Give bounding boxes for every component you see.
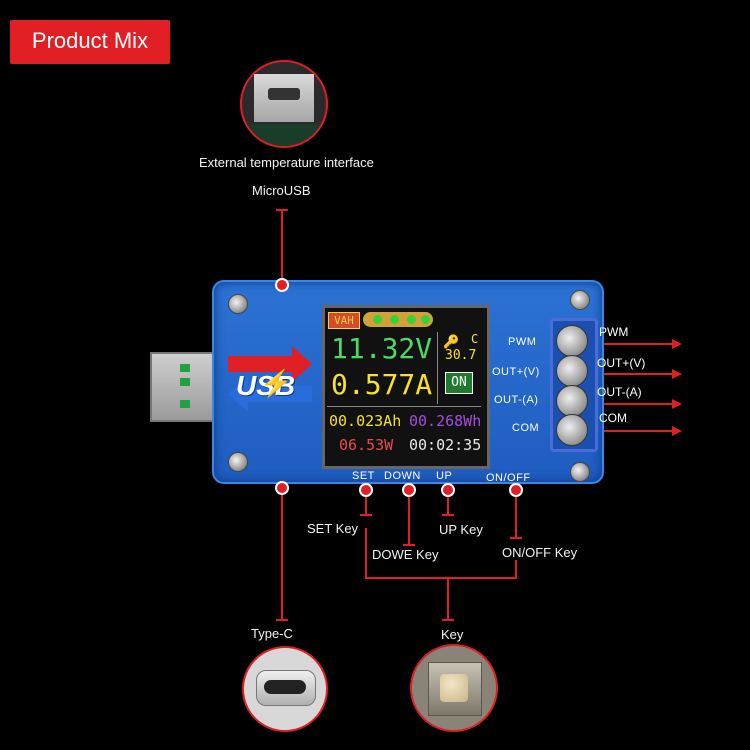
marker-up-key[interactable] [441,483,455,497]
pin-label-out-v: OUT+(V) [492,366,540,378]
usb-logo: USB ⚡ [222,340,318,430]
board-key-onoff: ON/OFF [486,472,531,484]
output-out-v: OUT+(V) [597,356,646,370]
temp-unit: C [471,332,479,346]
marker-set-key[interactable] [359,483,373,497]
vah-tag: VAH [328,312,360,329]
output-com: COM [599,411,627,425]
bolt-icon: ⚡ [260,368,293,398]
screw-bottom-left [228,452,248,472]
indicator-bar [363,312,433,327]
output-pwm: PWM [599,325,629,339]
set-key-label: SET Key [307,521,359,536]
temp-readout: 30.7 [445,348,477,363]
terminal-screw[interactable] [556,325,588,357]
micro-usb-label: MicroUSB [252,183,311,198]
lcd-screen: VAH 11.32V 0.577A 🔑 C 30.7 ON 00.023Ah 0… [322,305,490,469]
terminal-block [550,318,598,452]
terminal-screw[interactable] [556,385,588,417]
screw-top-right [570,290,590,310]
board-key-down: DOWN [384,470,421,482]
pin-label-com: COM [512,422,540,434]
pin-label-pwm: PWM [508,336,537,348]
marker-type-c [275,481,289,495]
board-key-up: UP [436,470,453,482]
up-key-label: UP Key [439,522,483,537]
usb-arrows-icon [228,346,312,412]
marker-micro-usb [275,278,289,292]
voltage-readout: 11.32V [331,332,433,365]
product-mix-badge: Product Mix [10,20,170,64]
output-out-a: OUT-(A) [597,385,642,399]
thermometer-icon: 🔑 [443,334,460,349]
ah-readout: 00.023Ah [329,412,402,430]
board-key-set: SET [352,470,375,482]
wh-readout: 00.268Wh [409,412,482,430]
micro-usb-photo [240,60,328,148]
terminal-screw[interactable] [556,414,588,446]
usb-a-plug [150,352,220,422]
onoff-key-label: ON/OFF Key [502,545,578,560]
down-key-label: DOWE Key [372,547,439,562]
current-readout: 0.577A [331,368,433,401]
marker-onoff-key[interactable] [509,483,523,497]
type-c-photo [242,646,328,732]
terminal-screw[interactable] [556,355,588,387]
time-readout: 00:02:35 [409,436,482,454]
usb-logo-text: USB [236,370,296,401]
key-button-photo [410,644,498,732]
key-label: Key [441,627,464,642]
temp-interface-label: External temperature interface [199,155,374,170]
type-c-label: Type-C [251,626,293,641]
marker-down-key[interactable] [402,483,416,497]
screw-top-left [228,294,248,314]
power-readout: 06.53W [339,436,394,454]
screw-bottom-right [570,462,590,482]
pin-label-out-a: OUT-(A) [494,394,539,406]
on-state-badge: ON [445,372,473,394]
